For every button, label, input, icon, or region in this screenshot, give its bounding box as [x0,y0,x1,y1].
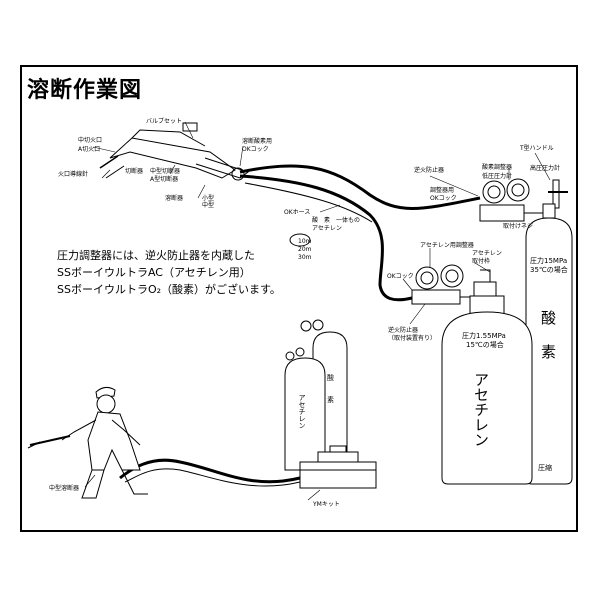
label-hose-integrated: 一体もの [336,216,360,224]
oxygen-temp: 35℃の場合 [530,265,568,274]
label-acetylene-regulator: アセチレン用調整器 [420,241,474,249]
label-fire-guide: 火口導線針 [58,170,88,178]
label-cutting-tip: 溶断器 [165,194,183,202]
label-hose-oxygen: 酸 素 [312,216,330,224]
label-ok-cock-3: OKコック [387,273,414,280]
label-len-20: 20m [298,246,312,253]
note-line-3: SSボーイウルトラO₂（酸素）がございます。 [57,282,281,296]
label-medium-cut: 中切火口 [78,136,102,144]
note-line-1: 圧力調整器には、逆火防止器を内蔵した [57,248,255,262]
label-valve-set: バルブセット [146,117,182,125]
label-small: 小型 [202,194,214,202]
oxygen-name-2: 素 [541,343,556,361]
label-flashback-note: （取付装置有り） [388,334,436,342]
label-medium-torch: 中型溶断器 [49,484,79,492]
kit-oxygen-1: 酸 [327,373,334,382]
label-len-10: 10m [298,238,312,245]
label-a-cut: A切火口 [78,146,100,153]
hose-coil [289,233,311,247]
kit-oxygen-2: 素 [327,395,334,404]
label-oxygen-regulator: 酸素調整器 [482,163,512,171]
hose-lines [239,164,481,302]
oxygen-name-1: 酸 [541,309,556,327]
label-ok-hose: OKホース [284,209,310,216]
label-len-30: 30m [298,254,312,261]
ym-kit [284,319,377,489]
label-low-pressure: 低圧圧力計 [482,172,512,180]
label-acetylene-reg-name: アセチレン [472,250,502,257]
label-adjust: 調整器用 [430,186,454,194]
label-ok-cock-torch: OKコック [242,146,269,153]
label-cutting-oxygen: 溶断酸素用 [242,137,272,145]
label-mount-screw: 取付けネジ [503,222,533,230]
leader-lines [84,121,551,501]
label-medium: 中型 [202,201,214,209]
label-high-pressure: 高圧圧力計 [530,164,560,172]
label-medium-cutter: 中型切断器 [150,167,180,175]
label-mount-frame: 取付枠 [472,257,490,265]
kit-hose [119,458,301,487]
acetylene-regulator [411,264,497,305]
worker-figure [27,386,148,499]
label-ym-kit: YMキット [312,501,340,508]
oxygen-pressure: 圧力15MPa [530,256,567,265]
label-cutter: 切断器 [125,167,143,175]
label-a-cutter: A型切断器 [150,175,178,183]
label-flashback-2: 逆火防止器 [388,326,418,334]
note-line-2: SSボーイウルトラAC（アセチレン用） [57,266,251,279]
torch-illustration [99,122,250,181]
acetylene-pressure: 圧力1.55MPa [462,331,506,340]
label-flashback-1: 逆火防止器 [414,166,444,174]
acetylene-name: アセチレン [472,372,490,447]
kit-acetylene: アセチレン [298,394,306,429]
oxygen-regulator [479,178,568,222]
label-t-handle: T型ハンドル [519,144,554,152]
diagram-title: 溶断作業図 [27,78,143,103]
oxygen-compressed: 圧縮 [538,463,552,472]
label-ok-cock-reg: OKコック [430,195,457,202]
acetylene-temp: 15℃の場合 [466,340,504,349]
acetylene-cylinder-large [441,295,533,485]
label-hose-acetylene: アセチレン [312,225,342,232]
